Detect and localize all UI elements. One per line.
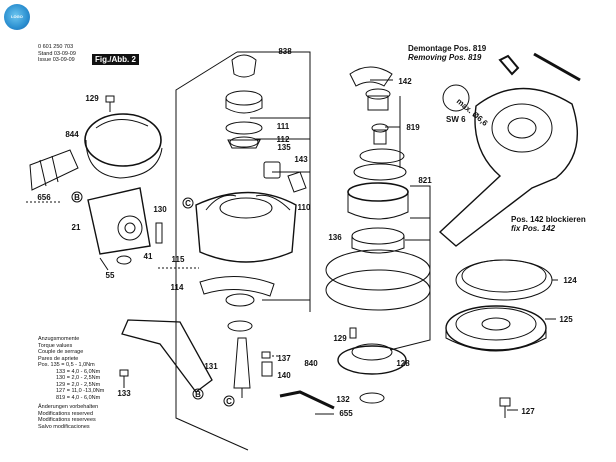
callout-142: 142 [398, 77, 412, 86]
callout-115: 115 [172, 255, 185, 264]
callout-41: 41 [144, 252, 153, 261]
callout-133: 133 [117, 389, 131, 398]
torque-intro-2: Torque values [38, 342, 73, 349]
callout-140: 140 [277, 371, 291, 380]
callout-129: 129 [85, 94, 99, 103]
callout-840: 840 [304, 359, 318, 368]
callout-821: 821 [418, 176, 432, 185]
callout-B-top: B [74, 193, 80, 202]
bracket-838-right [237, 51, 311, 312]
callout-C-lower: C [226, 397, 232, 406]
callout-55: 55 [106, 271, 115, 280]
callout-128: 128 [396, 359, 410, 368]
callout-125: 125 [559, 315, 573, 324]
callout-124: 124 [563, 276, 577, 285]
block-note-en: fix Pos. 142 [511, 224, 556, 233]
change-note-2: Modifications reserved [38, 410, 94, 417]
torque-intro-4: Pares de apriete [38, 355, 79, 362]
issue-date: 03-09-09 [52, 57, 75, 63]
torque-row: 819 = 4,0 - 6,0Nm [56, 394, 101, 401]
torque-intro-1: Anzugsmomente [38, 336, 80, 342]
callout-114: 114 [171, 283, 184, 292]
torque-row: 130 = 2,0 - 2,5Nm [56, 375, 101, 381]
callout-137: 137 [277, 354, 291, 363]
callout-838: 838 [278, 47, 292, 56]
callout-112: 112 [277, 135, 290, 144]
bracket-838-left [175, 51, 249, 451]
torque-row: 129 = 2,0 - 2,5Nm [56, 381, 101, 388]
figure-tag: Fig./Abb. 2 [92, 54, 139, 65]
issue-label: Issue [38, 57, 52, 63]
removal-note-de: Demontage Pos. 819 [408, 44, 487, 53]
block-note: Pos. 142 blockieren fix Pos. 142 [511, 215, 586, 233]
callout-844: 844 [65, 130, 79, 139]
callout-131: 131 [204, 362, 218, 371]
callout-111: 111 [277, 122, 290, 131]
callout-656: 656 [37, 193, 51, 202]
callout-132: 132 [336, 395, 350, 404]
watermark-logo: LOGO [4, 4, 30, 30]
torque-row: Pos. 135 = 0,5 - 1,0Nm [38, 362, 95, 368]
callout-130: 130 [153, 205, 167, 214]
torque-table: Anzugsmomente Torque values Couple de se… [38, 336, 104, 430]
callout-135: 135 [277, 143, 291, 152]
block-note-de: Pos. 142 blockieren [511, 215, 586, 224]
callout-655: 655 [339, 409, 353, 418]
callout-B-lower: B [195, 390, 201, 399]
torque-row: 127 = 11,0 -13,0Nm [56, 388, 105, 394]
part-number: 0 601 250 703 [38, 44, 74, 50]
callout-819: 819 [406, 123, 420, 132]
callout-21: 21 [72, 223, 81, 232]
callout-110: 110 [298, 203, 311, 212]
change-note-3: Modifications reservees [38, 417, 96, 423]
callout-143: 143 [294, 155, 308, 164]
torque-intro-3: Couple de serrage [38, 349, 84, 355]
torque-row: 133 = 4,0 - 6,0Nm [56, 368, 101, 375]
callout-C-top: C [185, 199, 191, 208]
removal-note-en: Removing Pos. 819 [408, 53, 482, 62]
wrench-size-label: SW 6 [446, 115, 466, 124]
stand-date: 03-09-09 [53, 50, 76, 57]
callout-129-lower: 129 [333, 334, 347, 343]
callout-136: 136 [328, 233, 342, 242]
change-note-1: Änderungen vorbehalten [38, 404, 99, 410]
removal-note: Demontage Pos. 819 Removing Pos. 819 [408, 44, 486, 62]
part-number-block: 0 601 250 703 Stand 03-09-09 Issue 03-09… [38, 44, 76, 64]
stand-label: Stand [38, 50, 53, 57]
change-note-4: Salvo modificaciones [38, 423, 90, 430]
callout-127: 127 [521, 407, 535, 416]
